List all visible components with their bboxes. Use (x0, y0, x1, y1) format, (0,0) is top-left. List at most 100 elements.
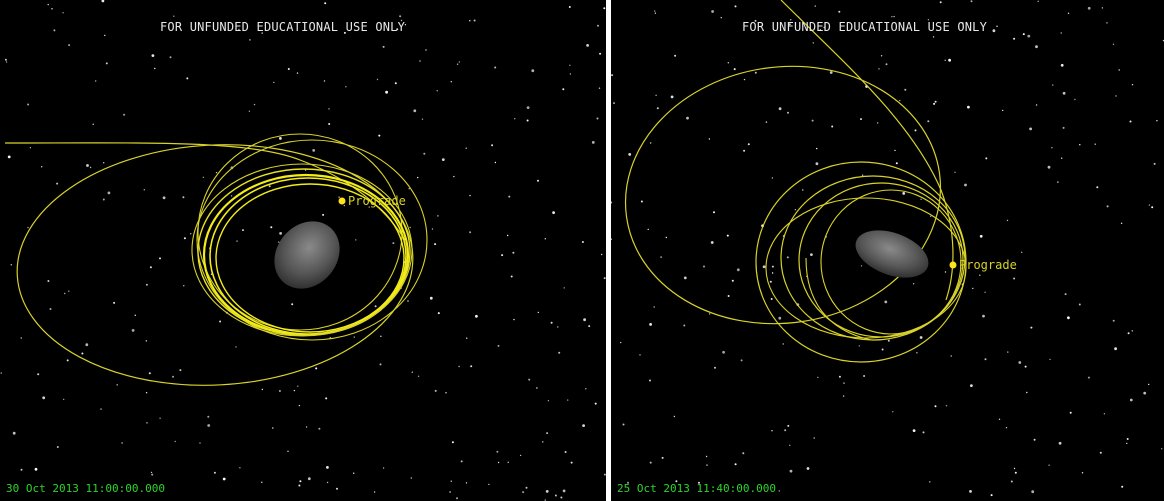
star (674, 54, 677, 57)
star (404, 24, 407, 26)
orbit-path (755, 161, 967, 363)
orbit-path (196, 139, 428, 341)
star (771, 430, 773, 432)
orbit-path (197, 168, 411, 336)
star (650, 142, 652, 144)
star (1048, 464, 1050, 466)
watermark-text: FOR UNFUNDED EDUCATIONAL USE ONLY (742, 20, 988, 34)
star (238, 28, 240, 31)
star (705, 455, 708, 458)
star (895, 162, 898, 165)
star (466, 337, 468, 339)
star (183, 285, 185, 287)
star (919, 336, 923, 339)
star (1030, 326, 1033, 329)
star (382, 467, 385, 469)
star (1156, 120, 1158, 122)
star (1127, 332, 1130, 335)
star (829, 71, 833, 74)
star (769, 280, 772, 283)
star (103, 162, 105, 164)
star (434, 243, 437, 246)
star (328, 108, 330, 110)
star (611, 238, 612, 240)
star (116, 384, 118, 386)
star (307, 477, 311, 481)
star (929, 481, 931, 483)
star (747, 143, 750, 146)
star (49, 308, 52, 310)
star (711, 10, 714, 13)
star (892, 411, 894, 413)
star (706, 464, 708, 466)
star (806, 467, 810, 470)
star (596, 117, 599, 120)
star (934, 405, 937, 408)
star (37, 373, 40, 376)
star (47, 3, 49, 6)
star (437, 215, 439, 217)
star (190, 233, 192, 235)
star (400, 19, 403, 22)
star (838, 375, 841, 378)
orbit-path (191, 163, 413, 337)
star (407, 300, 409, 302)
star (456, 63, 459, 65)
star (425, 49, 427, 51)
star (53, 29, 56, 32)
star (742, 452, 745, 455)
star (1014, 471, 1017, 474)
star (475, 314, 478, 318)
watermark-text: FOR UNFUNDED EDUCATIONAL USE ONLY (160, 20, 406, 34)
star (162, 196, 166, 200)
star (421, 118, 424, 120)
star (881, 348, 884, 351)
star (0, 372, 3, 374)
star (1103, 413, 1106, 415)
star (312, 149, 316, 152)
star (296, 72, 299, 74)
star (318, 427, 321, 430)
star (1161, 448, 1163, 450)
star (673, 415, 676, 418)
star (861, 174, 864, 176)
star (410, 477, 412, 479)
star (353, 336, 355, 338)
star (1062, 126, 1065, 129)
star (1027, 34, 1031, 38)
star (1007, 351, 1009, 353)
star (788, 23, 791, 26)
star (567, 399, 569, 401)
star (445, 392, 447, 394)
orbit-scene-left (0, 0, 606, 501)
star (1024, 365, 1027, 368)
prograde-label: Prograde (348, 194, 406, 208)
star (159, 257, 161, 260)
star (1031, 490, 1035, 494)
star (291, 303, 294, 306)
star (1121, 485, 1124, 488)
star (754, 19, 757, 22)
star (449, 491, 451, 493)
star (183, 237, 186, 240)
star (1114, 347, 1117, 351)
star (972, 287, 974, 290)
star (507, 461, 509, 463)
star (42, 396, 46, 400)
star (603, 277, 606, 280)
star (207, 415, 210, 418)
star (594, 402, 597, 405)
star (969, 490, 972, 493)
star (778, 316, 782, 320)
star (961, 22, 964, 25)
star (720, 17, 722, 19)
star (710, 241, 714, 244)
star (305, 426, 308, 428)
star (207, 424, 211, 427)
star (916, 352, 918, 354)
star (253, 103, 256, 106)
star (661, 456, 664, 459)
star (927, 19, 930, 21)
star (151, 54, 155, 57)
star (488, 483, 490, 486)
